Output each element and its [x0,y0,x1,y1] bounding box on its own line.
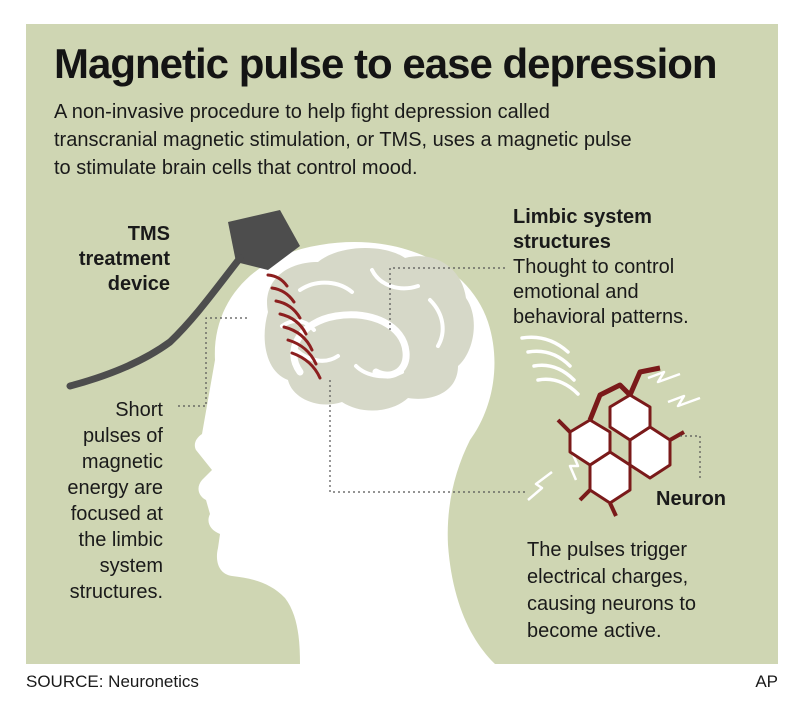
intro-line: to stimulate brain cells that control mo… [54,157,418,179]
leader-lines [178,267,701,493]
limbic-text-line: behavioral patterns. [513,306,689,328]
source-credit: SOURCE: Neuronetics [26,672,199,691]
device-label-line: TMS [127,223,170,245]
limbic-label: Limbic system structures Thought to cont… [513,205,689,330]
limbic-text-line: Thought to control [513,256,675,278]
pulses-text: Short pulses of magnetic energy are focu… [67,397,163,605]
device-label-line: device [107,273,170,295]
neuron-text: The pulses trigger electrical charges, c… [527,537,696,645]
spark-icons [527,370,701,501]
neuron-text-line: become active. [527,620,662,642]
limbic-heading-line: structures [513,231,611,253]
neuron-text-line: electrical charges, [527,566,689,588]
ap-credit: AP [755,672,778,691]
page-title: Magnetic pulse to ease depression [54,40,718,87]
limbic-text-line: emotional and [513,281,639,303]
pulses-text-line: magnetic [81,451,163,473]
neuron-heading: Neuron [656,488,726,510]
pulses-text-line: the limbic [78,529,163,551]
intro-paragraph: A non-invasive procedure to help fight d… [54,98,754,182]
magnetic-pulses [266,273,322,380]
pulses-text-line: system [99,555,163,577]
tms-device [228,210,300,270]
pulses-text-line: pulses of [82,425,163,447]
device-label: TMS treatment device [79,222,170,297]
limbic-heading-line: Limbic system [513,206,652,228]
neuron-network [556,365,685,517]
pulses-text-line: focused at [70,503,163,525]
intro-line: A non-invasive procedure to help fight d… [54,101,550,123]
energy-arcs [520,335,580,396]
pulses-text-line: energy are [67,477,163,499]
pulses-text-line: structures. [69,581,163,603]
limbic-structure [290,311,410,379]
pulses-text-line: Short [115,399,163,421]
device-cable [66,254,244,390]
device-label-line: treatment [78,248,170,270]
neuron-text-line: The pulses trigger [527,539,688,561]
intro-line: transcranial magnetic stimulation, or TM… [54,129,632,151]
neuron-text-line: causing neurons to [527,593,697,615]
